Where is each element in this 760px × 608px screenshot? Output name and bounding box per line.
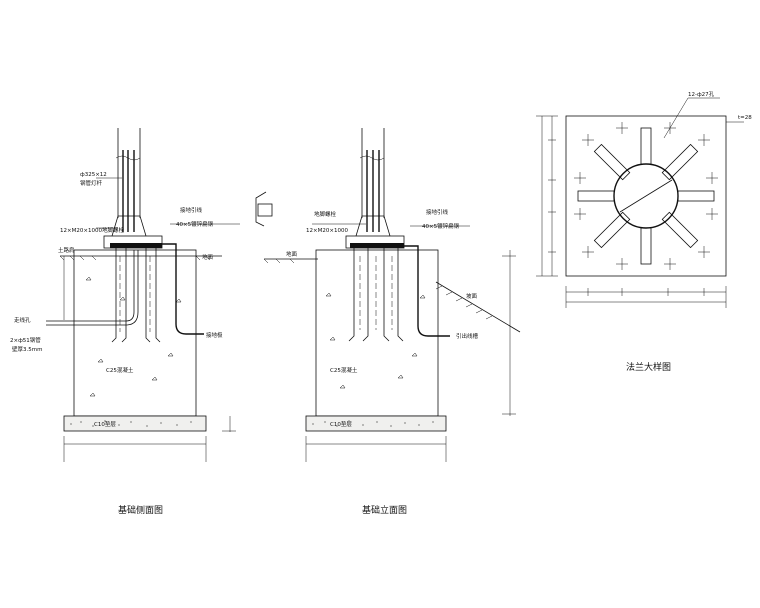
hole-label: 12-ф27孔 [688, 90, 715, 98]
side-section-drawing: ф325×12 钢管灯杆 12×M20×1000地脚螺栓 接地引线 40×5镀锌… [10, 128, 240, 516]
side-section-caption: 基础侧面图 [118, 504, 163, 516]
sensor-label: 接地极 [206, 331, 223, 339]
diameter-line [619, 179, 673, 213]
ground-wire-sublabel: 40×5镀锌扁钢 [422, 222, 460, 230]
bolt-label: 12×M20×1000地脚螺栓 [60, 226, 124, 234]
conduit-pipe [46, 250, 135, 322]
slope-line [435, 281, 521, 333]
aggregate-marks [325, 292, 426, 389]
pole-inner [122, 150, 135, 232]
rib [593, 143, 631, 181]
base-hatch [312, 420, 434, 427]
rib [677, 190, 715, 202]
ground-level-label: 地面 [286, 250, 298, 258]
detail-bracket [255, 191, 267, 227]
rib [661, 211, 699, 249]
pole [361, 128, 385, 218]
soil-label: 土路肩 [58, 246, 75, 254]
slope-label: 坡面 [466, 292, 478, 300]
front-section-drawing: 地脚螺栓 12×M20×1000 接地引线 40×5镀锌扁钢 地面 坡面 引出线… [255, 128, 521, 516]
dim-ticks [536, 115, 558, 277]
concrete-label: C25混凝土 [330, 366, 358, 374]
pole [117, 128, 141, 218]
outlet-label: 引出线槽 [456, 332, 479, 340]
pipe-sublabel: 钢管灯杆 [80, 179, 103, 187]
break-mark [359, 155, 385, 161]
dim-ticks [565, 286, 727, 308]
conduit-label: 走线孔 [14, 316, 31, 324]
pipe-wall-label: 壁厚3.5mm [12, 345, 42, 353]
ground-wire-sublabel: 40×5镀锌扁钢 [176, 220, 214, 228]
stiffener-ribs [577, 127, 715, 265]
anchor-bolts [348, 248, 404, 342]
pole-inner [366, 150, 380, 232]
flange-detail-caption: 法兰大样图 [626, 361, 671, 373]
rib [577, 190, 615, 202]
concrete-foundation [73, 249, 197, 417]
anchor-centerline [359, 256, 393, 330]
ground-level-label: 地面 [202, 253, 214, 261]
front-section-caption: 基础立面图 [362, 504, 407, 516]
conduit-pipe-2 [46, 250, 139, 326]
flange-nuts [350, 243, 404, 248]
ground-hatch [59, 255, 211, 261]
bolt-label: 地脚螺栓 [314, 210, 337, 218]
bolt-spec-label: 12×M20×1000 [306, 228, 348, 234]
base-label: C10垫层 [94, 420, 116, 428]
concrete-label: C25混凝土 [106, 366, 134, 374]
anchor-bolts [111, 248, 161, 343]
base-layer [63, 415, 207, 432]
break-mark [115, 155, 141, 161]
base-layer [305, 415, 447, 432]
rib [640, 127, 652, 165]
detail-box [257, 203, 273, 217]
rib [640, 227, 652, 265]
ground-wire [162, 243, 204, 335]
thickness-label: t=28 [738, 115, 752, 121]
slope-hatch [435, 285, 493, 320]
stiffener [355, 215, 391, 237]
rib [593, 211, 631, 249]
leader [663, 97, 720, 139]
flange-nuts [110, 243, 162, 248]
flange-square [565, 115, 727, 277]
rib [661, 143, 699, 181]
aggregate-marks [85, 276, 182, 397]
pipe-label: ф325×12 [80, 172, 107, 178]
ground-hatch [263, 258, 295, 264]
base-label: C10垫层 [330, 420, 352, 428]
pipe-spec-label: 2×ф51钢管 [10, 336, 41, 344]
ground-wire [404, 245, 450, 337]
base-hatch [70, 420, 192, 427]
flange-detail-drawing: 12-ф27孔 t=28 法兰大样图 [536, 90, 752, 373]
anchor-centerline [119, 256, 151, 332]
stiffener [111, 215, 147, 237]
ground-wire-label: 接地引线 [426, 208, 449, 216]
ground-wire-label: 接地引线 [180, 206, 203, 214]
